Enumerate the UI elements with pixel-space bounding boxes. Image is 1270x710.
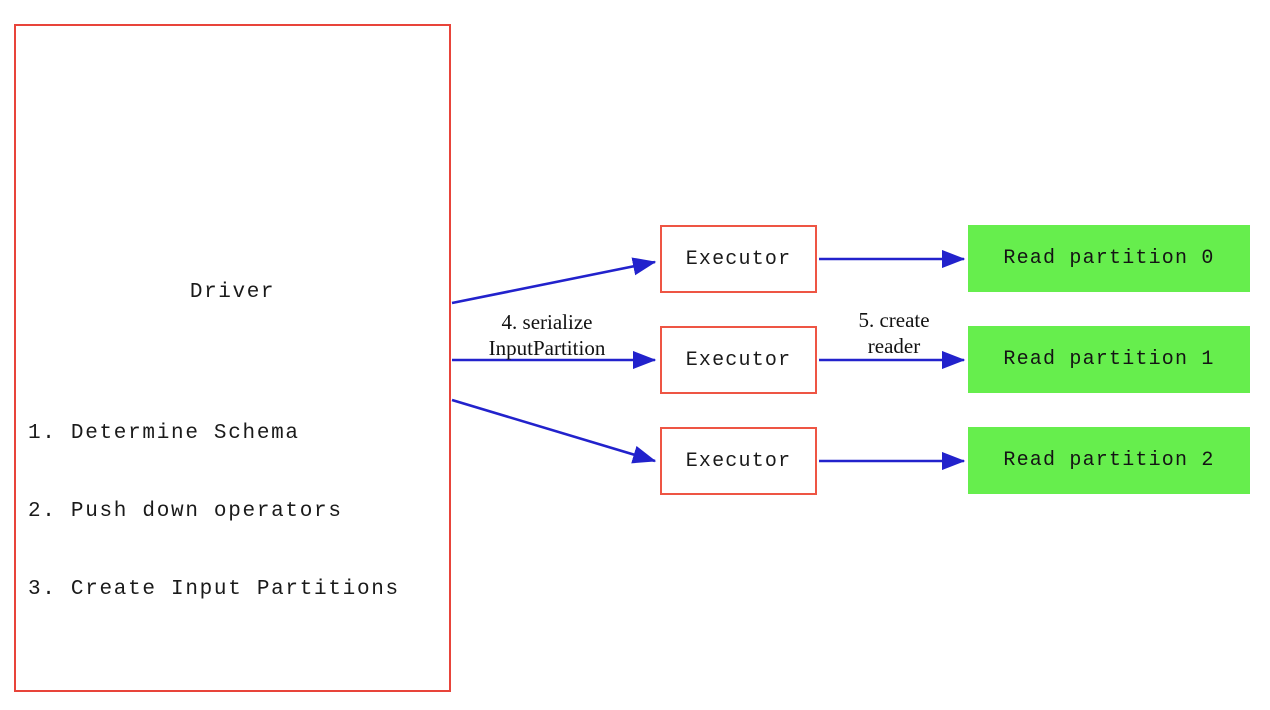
executor-label-2: Executor <box>685 348 792 372</box>
partition-box-1: Read partition 1 <box>968 326 1250 393</box>
executor-box-2: Executor <box>660 326 817 394</box>
driver-title: Driver <box>189 281 276 304</box>
executor-box-3: Executor <box>660 427 817 495</box>
partition-label-1: Read partition 1 <box>1003 348 1215 371</box>
edge-label-serialize-inputpartition: 4. serialize InputPartition <box>456 309 638 361</box>
driver-step-3: 3. Create Input Partitions <box>28 578 400 601</box>
arrow-driver-to-executor-3 <box>451 398 657 464</box>
edge-label-serialize-line-2: InputPartition <box>488 336 606 360</box>
partition-box-2: Read partition 2 <box>968 427 1250 494</box>
edge-label-create-reader-line-1: 5. create <box>858 308 930 332</box>
edge-label-serialize-line-1: 4. serialize <box>501 310 593 334</box>
edge-label-create-reader-line-2: reader <box>867 334 921 358</box>
executor-label-3: Executor <box>685 449 792 473</box>
driver-steps-list: 1. Determine Schema 2. Push down operato… <box>28 369 400 655</box>
driver-box: Driver 1. Determine Schema 2. Push down … <box>14 24 451 692</box>
executor-label-1: Executor <box>685 247 792 271</box>
partition-box-0: Read partition 0 <box>968 225 1250 292</box>
partition-label-2: Read partition 2 <box>1003 449 1215 472</box>
driver-step-2: 2. Push down operators <box>28 500 343 523</box>
edge-label-create-reader: 5. create reader <box>823 307 965 359</box>
partition-label-0: Read partition 0 <box>1003 247 1215 270</box>
executor-box-1: Executor <box>660 225 817 293</box>
driver-step-1: 1. Determine Schema <box>28 422 300 445</box>
arrow-driver-to-executor-1 <box>451 257 657 305</box>
